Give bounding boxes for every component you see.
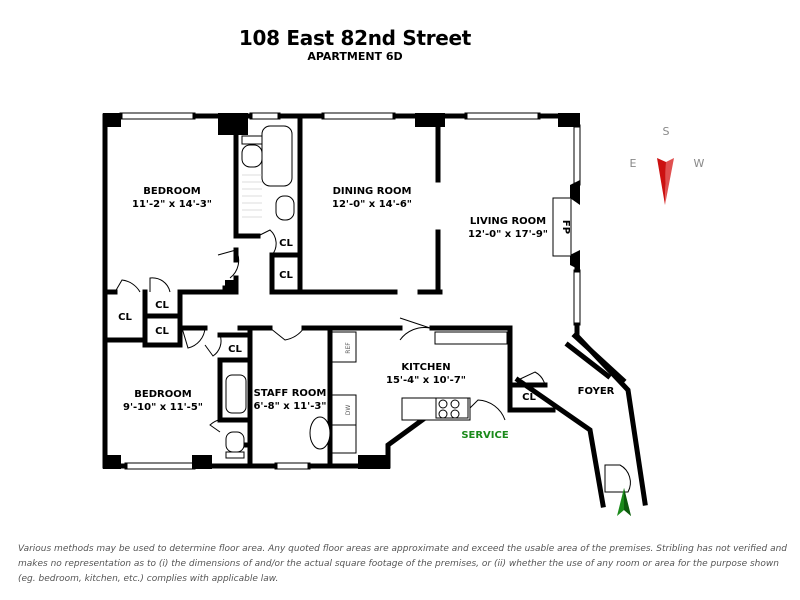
compass-left-label: E (630, 157, 637, 170)
kitchen-name: KITCHEN (401, 362, 450, 373)
fixtures (225, 125, 508, 459)
foyer-name: FOYER (578, 386, 615, 397)
stove-burners (438, 399, 460, 419)
closet-label: CL (279, 270, 293, 281)
staff-room-dims: 6'-8" x 11'-3" (253, 401, 326, 412)
staff-room-name: STAFF ROOM (254, 388, 327, 399)
dining-room-name: DINING ROOM (333, 186, 412, 197)
doors (114, 229, 631, 493)
bedroom-1-name: BEDROOM (143, 186, 200, 197)
fireplace-label: FP (560, 220, 571, 234)
closet-label: CL (522, 392, 536, 403)
bedroom-1-dims: 11'-2" x 14'-3" (132, 199, 212, 210)
closet-label: CL (228, 344, 242, 355)
living-room-dims: 12'-0" x 17'-9" (468, 229, 548, 240)
plan-title: 108 East 82nd Street (238, 26, 472, 50)
compass-needle-icon (657, 158, 666, 205)
closet-label: CL (118, 312, 132, 323)
kitchen-dims: 15'-4" x 10'-7" (386, 375, 466, 386)
service-label: SERVICE (461, 430, 509, 441)
closet-label: CL (155, 326, 169, 337)
dishwasher-label: DW (345, 405, 352, 416)
plan-subtitle: APARTMENT 6D (307, 50, 403, 63)
compass-right-label: W (694, 157, 705, 170)
disclaimer-text: Various methods may be used to determine… (18, 544, 787, 584)
fireplace: FP (552, 197, 572, 257)
closet-label: CL (155, 300, 169, 311)
bedroom-2-dims: 9'-10" x 11'-5" (123, 402, 203, 413)
closet-label: CL (279, 238, 293, 249)
bath-tile (242, 174, 262, 218)
living-room-name: LIVING ROOM (470, 216, 546, 227)
bedroom-2-name: BEDROOM (134, 389, 191, 400)
columns (103, 113, 580, 469)
compass: S E W (630, 125, 705, 205)
compass-top-label: S (663, 125, 670, 138)
dining-room-dims: 12'-0" x 14'-6" (332, 199, 412, 210)
walls (102, 113, 648, 508)
refrigerator-label: REF (345, 342, 352, 354)
